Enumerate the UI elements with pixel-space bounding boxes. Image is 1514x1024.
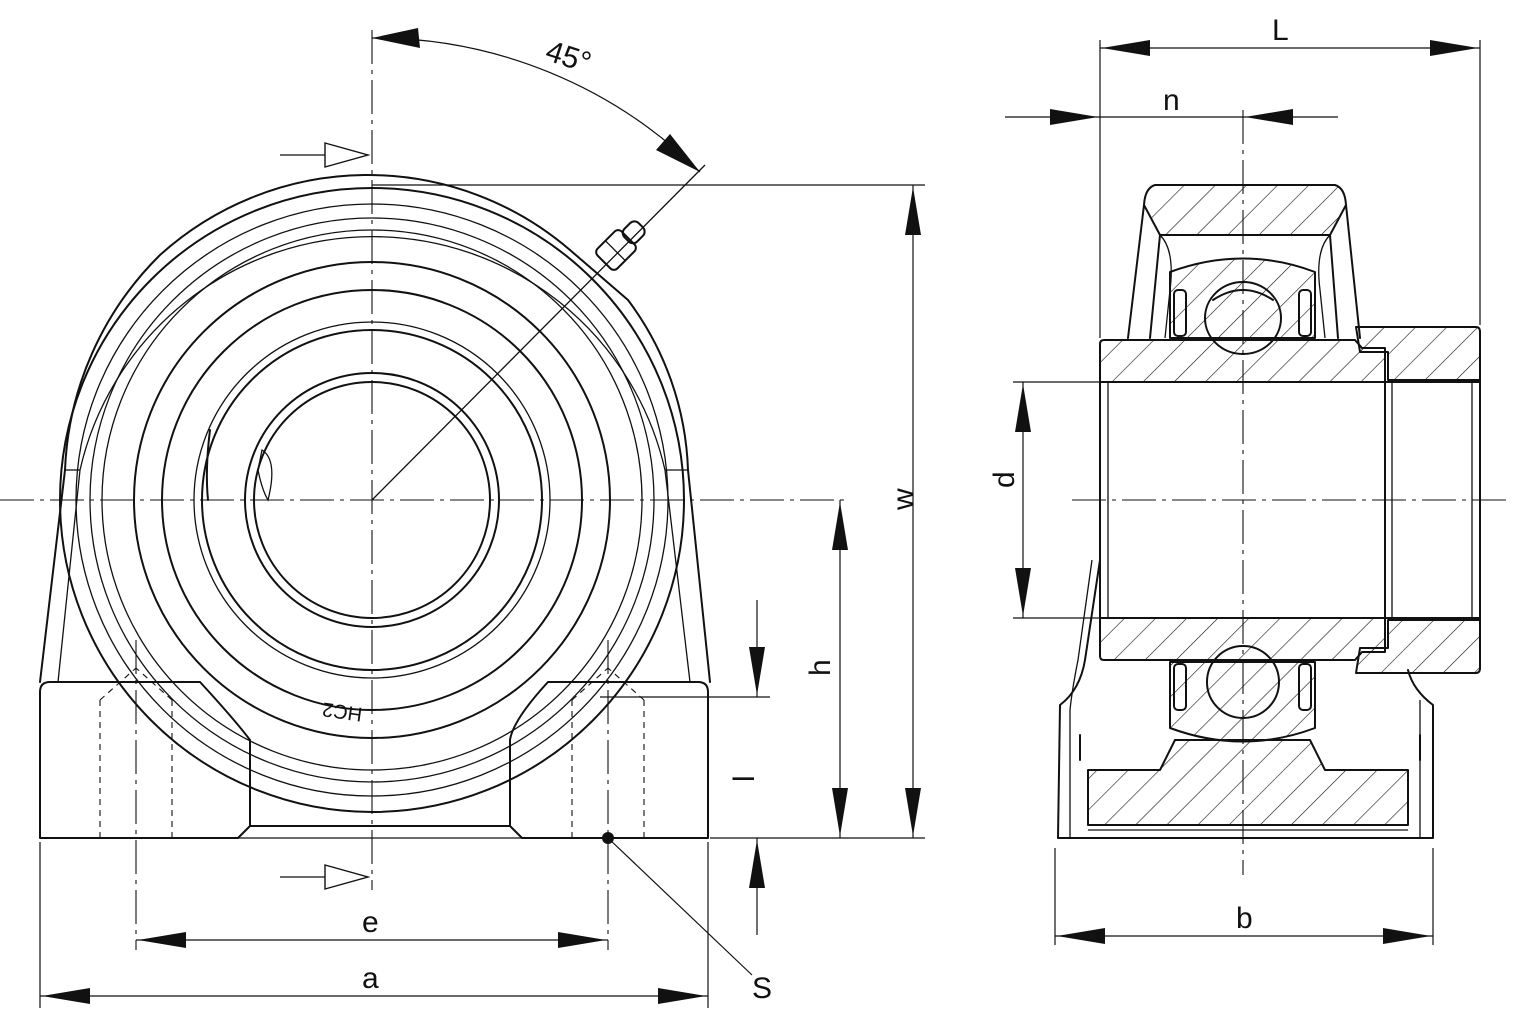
collar-bottom-section <box>1355 619 1481 674</box>
collar-top-section <box>1355 326 1481 381</box>
label-h: h <box>804 659 837 676</box>
left-foot <box>39 681 251 839</box>
bearing-outer-ring-inner-edge <box>161 289 583 711</box>
label-b: b <box>1236 902 1253 935</box>
section-arrow-top <box>280 142 371 168</box>
inner-ring-bottom-section <box>1099 617 1386 661</box>
side-section-view: L n d b <box>988 14 1506 945</box>
label-n: n <box>1163 84 1180 117</box>
front-view: HC2 45° w <box>0 28 925 1008</box>
section-arrow-bottom <box>280 864 371 890</box>
ball-top-cap <box>1212 289 1274 301</box>
base-plate-section <box>1087 739 1409 826</box>
outer-race-bottom-section <box>1169 661 1316 743</box>
label-e: e <box>362 906 379 939</box>
bearing-inner-ring <box>201 329 543 671</box>
label-w: w <box>887 488 920 511</box>
bore-outer <box>244 372 500 628</box>
seals-bottom <box>1173 663 1312 711</box>
ball-bottom <box>1206 645 1280 719</box>
set-screw-slot <box>257 448 273 502</box>
grease-nipple-icon <box>595 220 646 271</box>
bore <box>253 381 491 619</box>
label-L: L <box>1272 14 1289 47</box>
seals-top <box>1173 289 1312 337</box>
housing-left-wall <box>1127 204 1361 339</box>
right-foot <box>509 681 709 839</box>
housing-outer-body <box>39 174 711 683</box>
housing-ring-2 <box>75 203 669 797</box>
label-angle: 45° <box>542 35 595 80</box>
dim-n: n <box>1005 84 1338 125</box>
dim-b: b <box>1054 848 1434 945</box>
dim-l: l <box>600 600 770 935</box>
dim-a: a <box>39 842 709 1008</box>
angle-45-line <box>371 164 706 501</box>
dim-h: h <box>804 500 848 838</box>
housing-foot-left-notch <box>1079 734 1421 761</box>
label-s: S <box>752 972 772 1005</box>
housing-crown-section <box>1143 184 1347 236</box>
dim-w: w <box>372 184 925 839</box>
housing-ring-3 <box>89 217 655 783</box>
bearing-outer-ring <box>133 261 611 739</box>
dim-e: e <box>136 906 608 948</box>
housing-inner-body-line <box>57 236 691 683</box>
ring-lock-slot <box>205 429 211 501</box>
outer-race-top-section <box>1169 257 1316 339</box>
housing-ring-4 <box>101 229 643 771</box>
label-l: l <box>728 775 761 782</box>
dim-angle: 45° <box>371 28 701 173</box>
dim-d: d <box>988 381 1100 619</box>
bolt-holes-hidden <box>99 667 645 838</box>
housing-right-inner <box>1318 234 1331 339</box>
inner-ring-top-section <box>1099 339 1386 383</box>
housing-lower-outline <box>1057 559 1434 839</box>
label-a: a <box>362 962 379 995</box>
dim-L: L <box>1099 14 1481 338</box>
housing-lower-inner-left <box>1069 559 1093 838</box>
bearing-seal <box>193 321 551 679</box>
label-d: d <box>988 471 1021 488</box>
dim-s: S <box>602 832 772 1005</box>
housing-ring-1 <box>59 187 685 813</box>
housing-marking: HC2 <box>321 698 364 725</box>
